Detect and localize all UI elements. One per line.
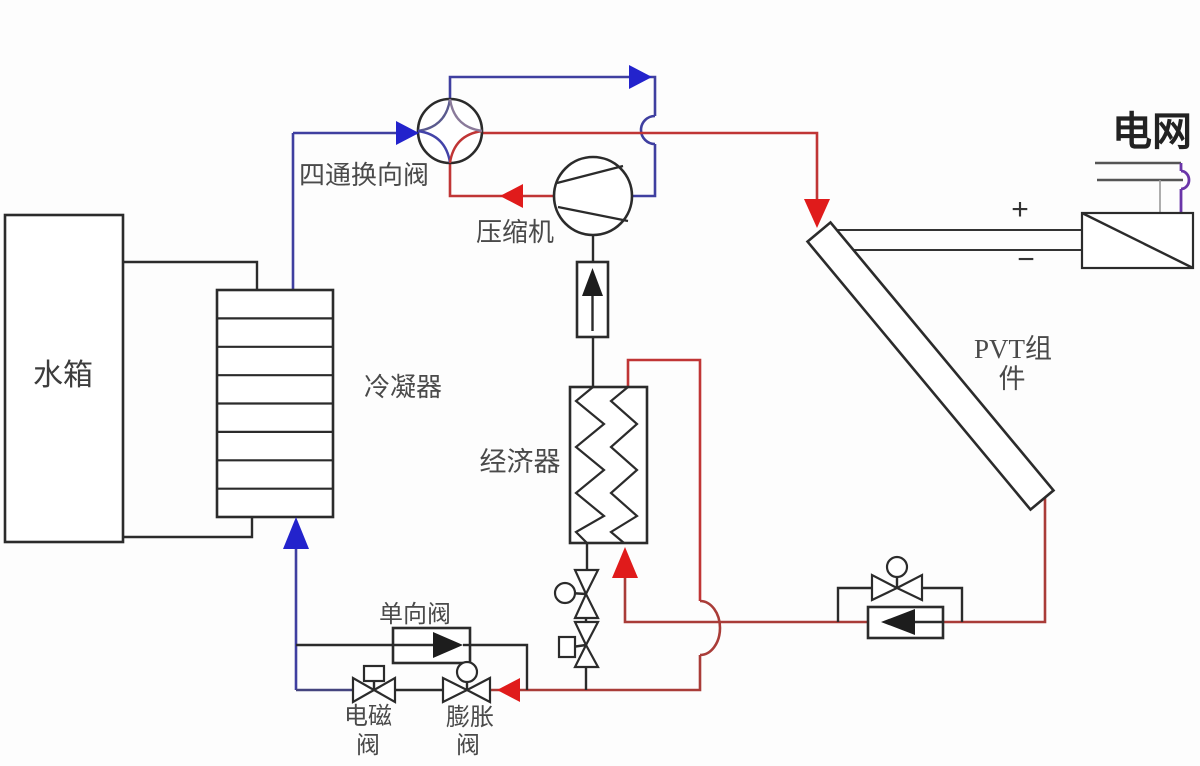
valve-handle-icon [362,664,386,683]
economizer-solenoid-valve [557,620,600,669]
water-tank [3,213,125,544]
condenser-label: 冷凝器 [364,373,442,402]
up-arrow-icon [612,547,638,578]
injection-check-valve [575,260,610,339]
four-way-reversing-valve [416,97,484,165]
up-arrow-icon [582,268,603,296]
expansion-valve-label: 阀 [456,732,480,759]
valve-handle-icon [455,660,479,684]
pvt-panel-label: PVT组 [974,334,1052,364]
hot-refrigerant-lines [448,131,1047,692]
flow-arrows [283,65,830,702]
electrical-wires [837,161,1191,251]
left-arrow-icon [881,609,915,635]
pvt-check-valve [866,605,945,640]
left-arrow-icon [497,678,520,702]
economizer-coil [574,386,606,544]
compressor-label: 压缩机 [476,218,554,247]
economizer-label: 经济器 [480,447,561,477]
water-tank-label: 水箱 [33,359,93,392]
right-arrow-icon [433,632,463,658]
right-arrow-icon [396,121,419,145]
left-arrow-icon [500,184,523,208]
pvt-bypass-valve [870,555,924,602]
solenoid-valve-label: 阀 [356,732,380,759]
valve-handle-icon [885,555,909,579]
pvt-panel [805,220,1056,512]
valve-handle-icon [557,635,577,659]
expansion-valve-label: 膨胀 [446,704,494,731]
line-crossover-hop [699,599,722,657]
condenser [215,288,335,519]
compressor [552,155,634,237]
solenoid-valve [351,664,397,704]
four-way-valve-label: 四通换向阀 [299,161,429,190]
line-crossover-hop [639,114,656,146]
check-valve [391,626,472,665]
down-arrow-icon [804,199,830,228]
expansion-valve [441,660,492,704]
pv-minus-label: − [1017,243,1035,276]
right-arrow-icon [629,65,652,89]
check-valve-label: 单向阀 [379,601,451,628]
up-arrow-icon [283,517,309,549]
valve-handle-icon [553,581,577,605]
economizer-coil [609,386,639,544]
pvt-panel-label: 件 [999,364,1026,394]
pv-plus-label: + [1011,193,1029,226]
wire-crossover-hop [1180,169,1191,191]
inverter [1080,211,1195,270]
economizer-expansion-valve [553,568,600,620]
grid-label: 电网 [1112,109,1192,154]
solenoid-valve-label: 电磁 [344,703,392,730]
economizer [568,385,649,545]
black-pipes [123,234,964,692]
